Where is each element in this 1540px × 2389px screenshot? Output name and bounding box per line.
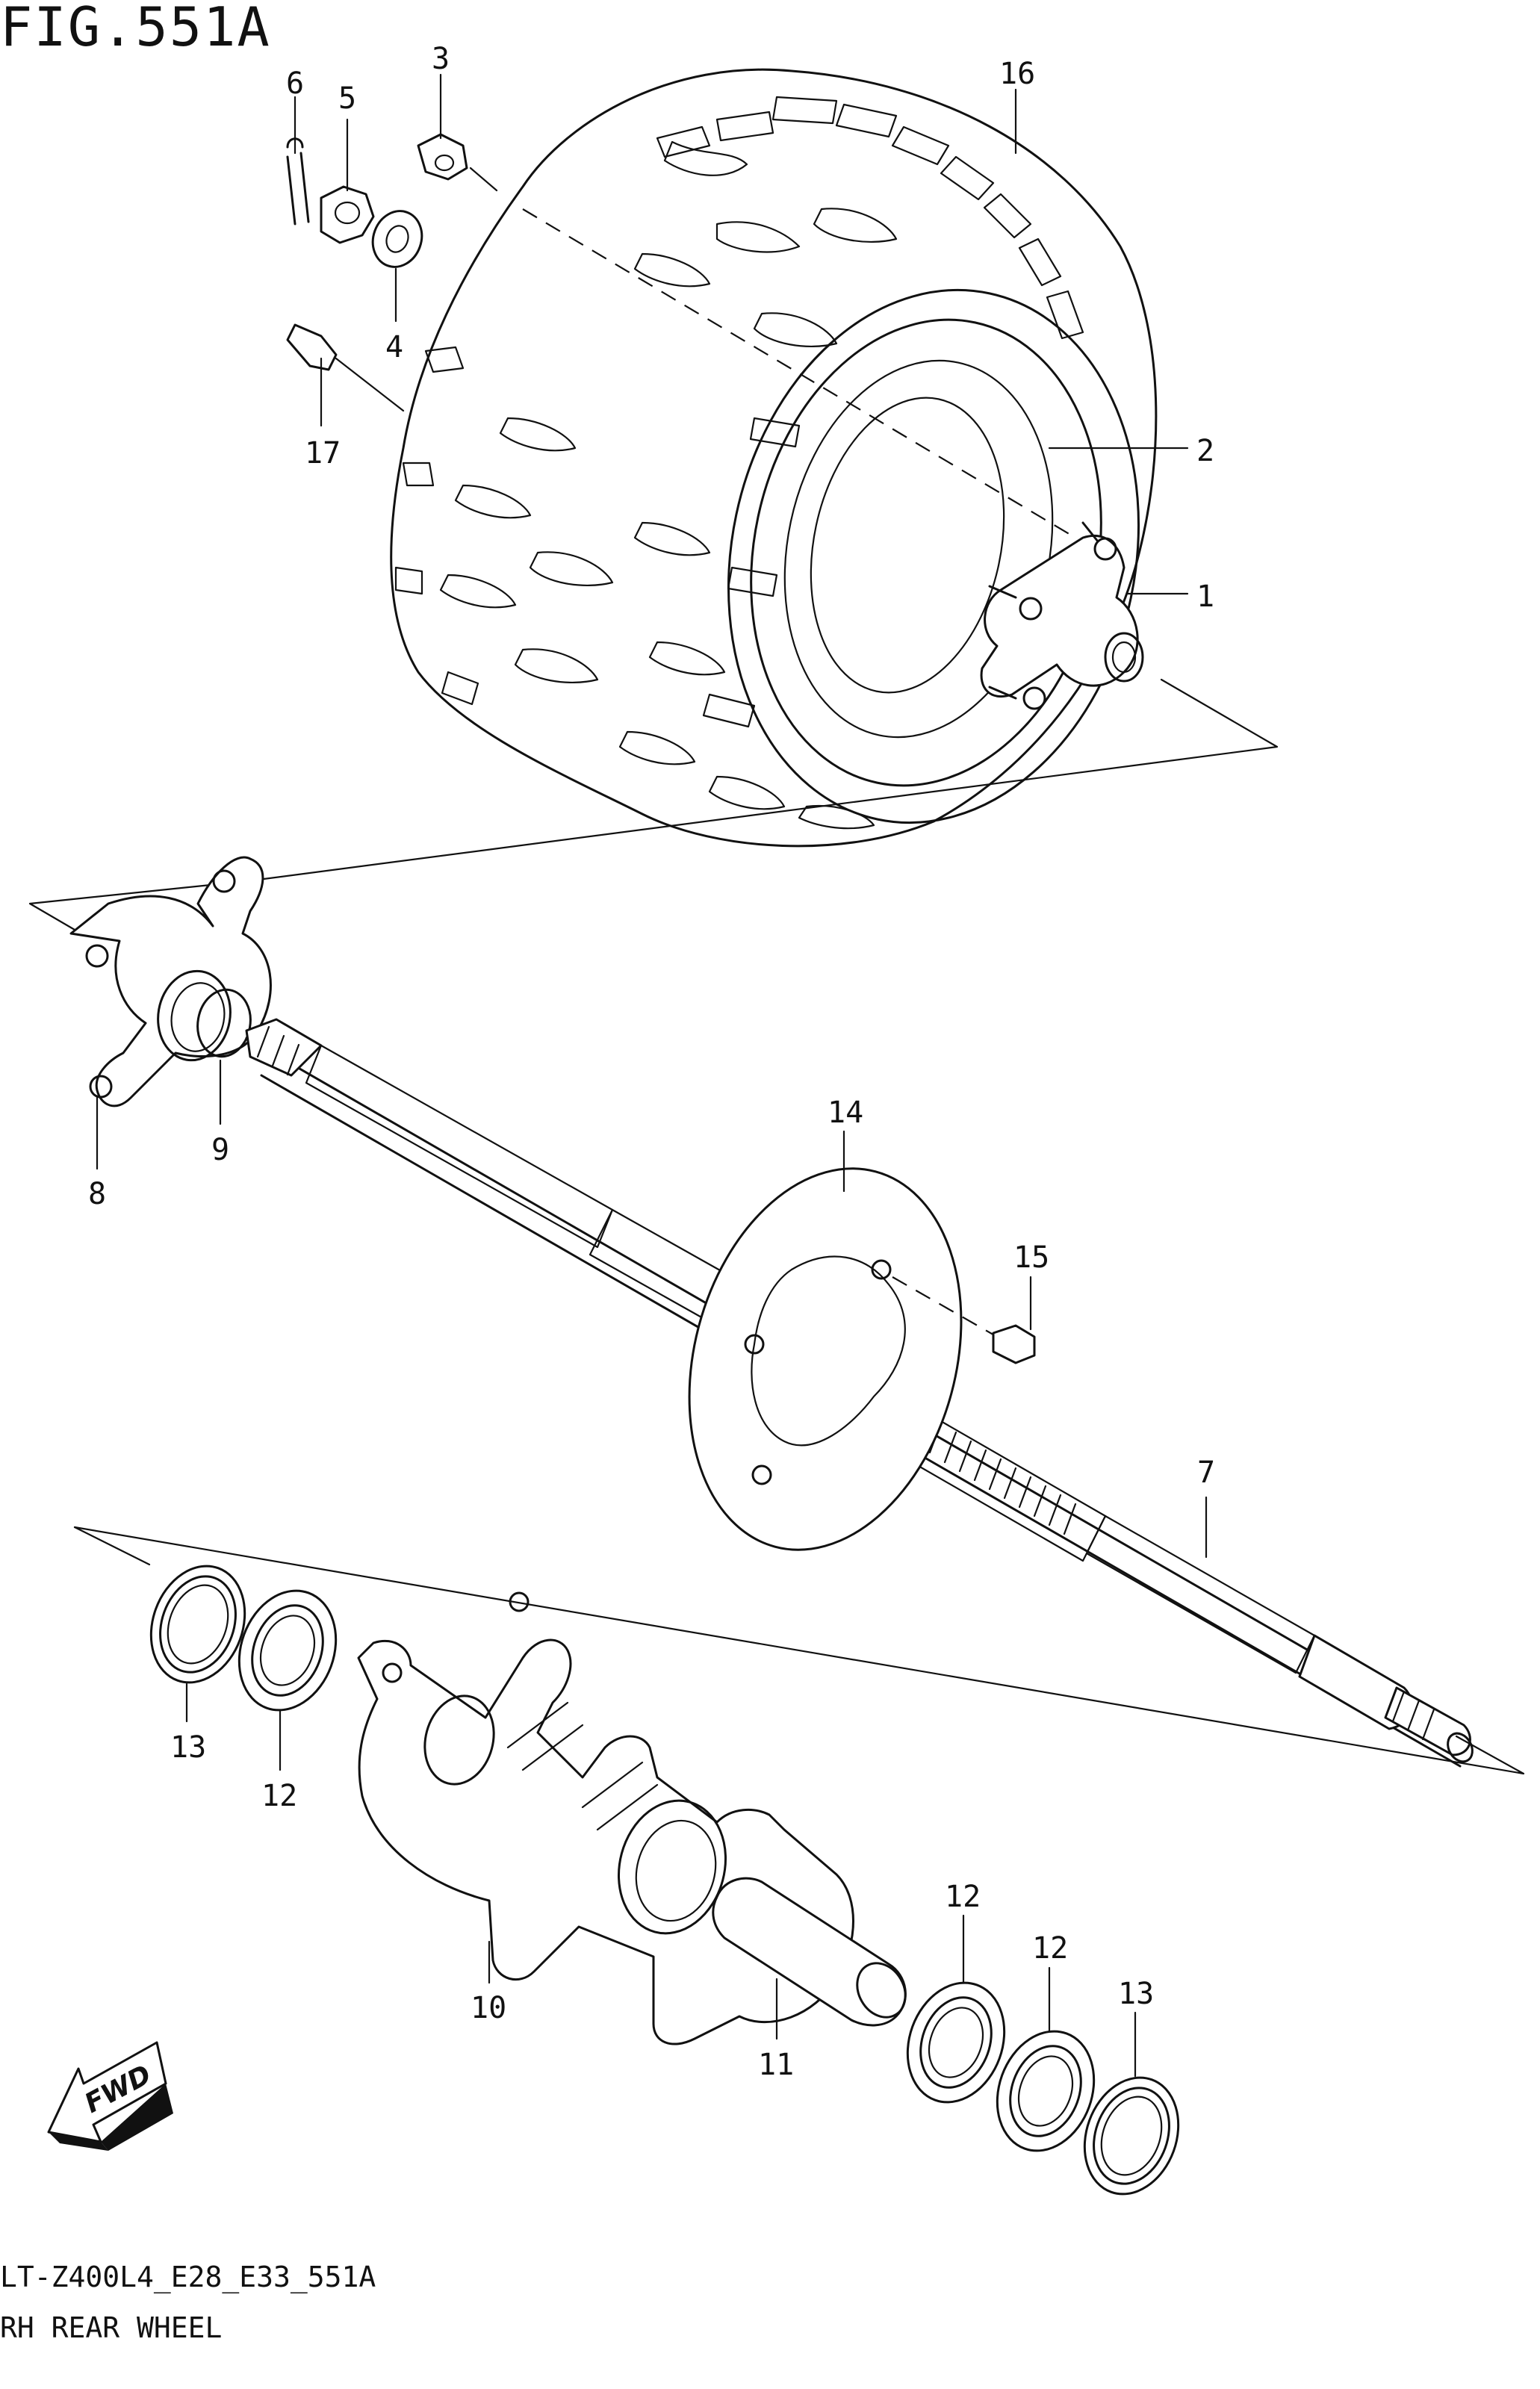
castle-nut-5-drawing [320, 185, 375, 244]
spacer-11-drawing [712, 1877, 907, 2027]
callout-1: 1 [1196, 580, 1214, 614]
callout-4: 4 [385, 330, 403, 364]
oil-seal-13-left-drawing [149, 1565, 246, 1684]
fwd-arrow-icon: FWD [47, 2041, 173, 2151]
wheel-nut-3-drawing [417, 133, 498, 192]
model-code: LT-Z400L4_E28_E33_551A [0, 2261, 376, 2293]
callout-5: 5 [338, 81, 356, 116]
callout-15: 15 [1013, 1240, 1049, 1275]
callout-13-right: 13 [1118, 1977, 1154, 2011]
callout-14: 14 [828, 1096, 863, 1130]
figure-title: FIG.551A [0, 0, 271, 58]
callout-9: 9 [211, 1133, 229, 1167]
bearing-12-left-drawing [237, 1589, 338, 1712]
callout-13-left: 13 [170, 1730, 206, 1765]
oil-seal-13-right-drawing [1083, 2076, 1180, 2196]
callout-7: 7 [1197, 1456, 1215, 1490]
callout-3: 3 [432, 42, 450, 76]
callout-11: 11 [758, 2048, 794, 2082]
circlip-9-drawing [196, 988, 252, 1058]
disc-bolt-15-drawing [992, 1324, 1036, 1364]
callout-12-right-b: 12 [1032, 1931, 1068, 1966]
hub-8-drawing [69, 856, 272, 1107]
callout-12-left: 12 [261, 1779, 297, 1813]
callout-16: 16 [999, 57, 1035, 91]
section-name: RH REAR WHEEL [0, 2311, 223, 2344]
cotter-pin-6-drawing [286, 137, 310, 226]
bearing-12-right-b-drawing [996, 2030, 1096, 2152]
callout-6: 6 [286, 66, 304, 101]
leader-lines [96, 73, 1208, 2078]
callout-2: 2 [1196, 434, 1214, 468]
bearing-12-right-a-drawing [906, 1981, 1006, 2104]
brake-disc-14-drawing [688, 1167, 998, 1551]
callout-10: 10 [471, 1991, 506, 2025]
wheel-hub-1-drawing [980, 521, 1144, 710]
callout-17: 17 [305, 436, 341, 470]
axle-carrier-10-drawing [357, 1591, 854, 2045]
rear-axle-7-drawing [245, 1018, 1474, 1768]
callout-12-right-a: 12 [945, 1880, 981, 1914]
callout-8: 8 [88, 1177, 106, 1211]
tire-16-drawing [390, 68, 1158, 848]
washer-4-drawing [371, 210, 423, 268]
valve-17-drawing [286, 323, 405, 412]
